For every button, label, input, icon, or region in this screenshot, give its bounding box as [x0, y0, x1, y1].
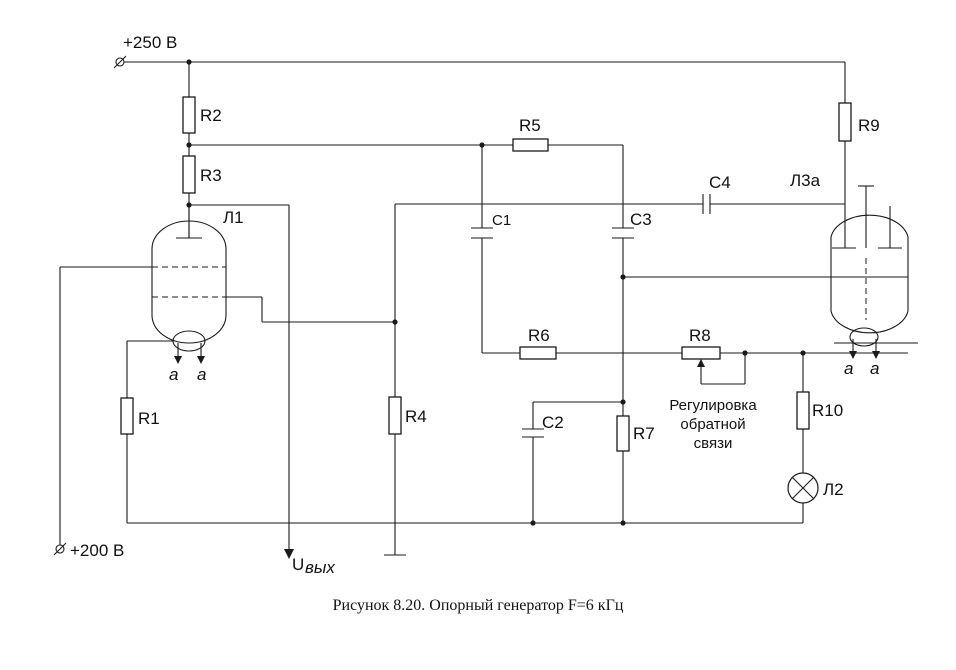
label-r7: R7	[633, 424, 655, 443]
resistor-r2	[182, 96, 196, 134]
label-uout-sub: вых	[305, 558, 335, 577]
tube-l3a	[830, 185, 918, 359]
label-r9: R9	[858, 116, 880, 135]
label-r3: R3	[200, 166, 222, 185]
label-l2: Л2	[823, 480, 844, 499]
figure-caption: Рисунок 8.20. Опорный генератор F=6 кГц	[333, 597, 624, 614]
label-r4: R4	[405, 407, 427, 426]
label-uout: U	[292, 555, 304, 574]
lamp-l2	[787, 472, 819, 504]
label-r5: R5	[519, 116, 541, 135]
capacitor-c3	[612, 227, 634, 239]
label-c1: С1	[492, 212, 511, 229]
resistor-r6	[519, 346, 557, 360]
label-c3: С3	[630, 210, 652, 229]
resistor-r8	[681, 346, 721, 360]
capacitor-c4	[702, 194, 711, 214]
capacitor-c1	[471, 227, 493, 239]
label-200v: +200 В	[70, 541, 124, 560]
resistor-r4	[388, 396, 402, 435]
label-feedback-3: связи	[694, 435, 733, 452]
junction-nodes	[186, 59, 806, 526]
label-250v: +250 В	[123, 33, 177, 52]
terminal-250v	[113, 55, 127, 69]
label-heater-a4: a	[870, 359, 879, 378]
label-r2: R2	[200, 106, 222, 125]
label-feedback-2: обратной	[680, 416, 745, 433]
resistor-r3	[182, 155, 196, 194]
label-r10: R10	[812, 401, 843, 420]
resistor-r1	[120, 397, 134, 435]
r8-slider	[697, 359, 705, 384]
label-l3a: Л3а	[790, 171, 821, 190]
resistor-r10	[796, 391, 810, 430]
tube-l1	[151, 205, 227, 364]
label-c2: С2	[542, 413, 564, 432]
wires	[59, 61, 908, 556]
terminal-200v	[53, 542, 67, 556]
labels: +250 В +200 В U вых R2 R3 Л1 R1 R4 R5 С1…	[70, 33, 880, 614]
label-heater-a2: a	[197, 365, 206, 384]
label-r1: R1	[138, 409, 160, 428]
label-l1: Л1	[223, 208, 244, 227]
capacitor-c2	[522, 428, 544, 438]
label-r8: R8	[689, 326, 711, 345]
label-c4: С4	[709, 173, 731, 192]
label-heater-a3: a	[844, 359, 853, 378]
output-arrow	[284, 549, 294, 559]
label-feedback-1: Регулировка	[669, 397, 757, 414]
label-heater-a1: a	[169, 365, 178, 384]
resistor-r7	[616, 415, 630, 452]
label-r6: R6	[528, 326, 550, 345]
resistor-r5	[512, 138, 549, 152]
resistors	[120, 96, 852, 452]
resistor-r9	[838, 102, 852, 142]
